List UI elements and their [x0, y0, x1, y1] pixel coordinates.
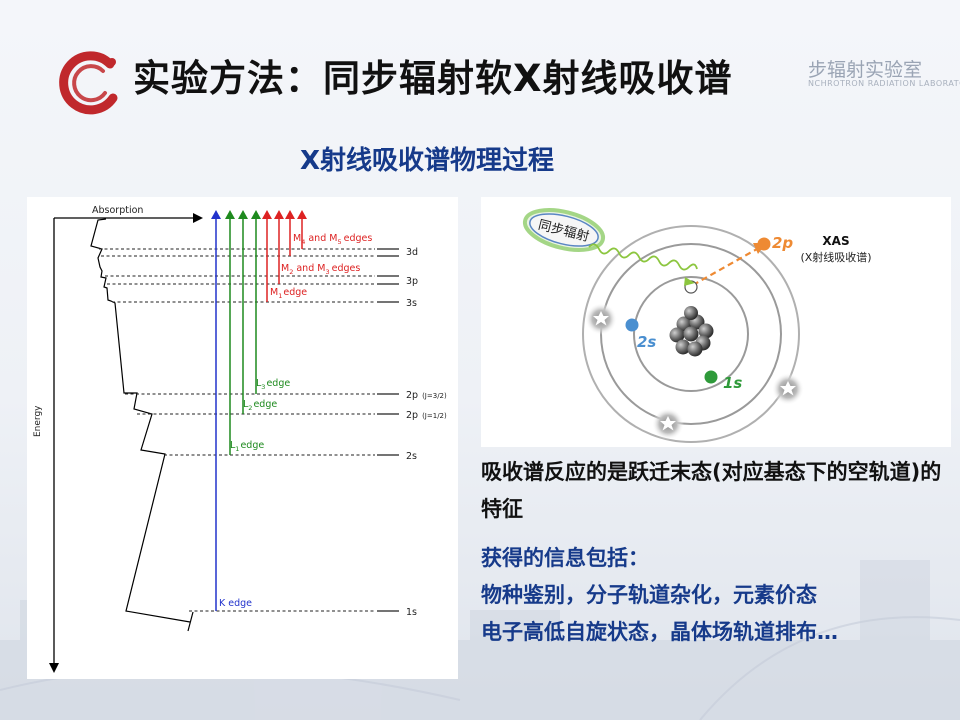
excitation-arrow — [692, 248, 758, 286]
k-edge-label: K edge — [219, 598, 252, 609]
level-label-2s: 2s — [406, 451, 417, 462]
l3-edge-label: L3edge — [256, 378, 290, 391]
electron-1s — [704, 370, 718, 384]
electron-2p — [757, 237, 771, 251]
level-label-3d: 3d — [406, 247, 418, 258]
atom-xas-diagram: 1s 2s 2p 同步辐射 XAS (X射线吸收谱) — [481, 197, 951, 447]
slide-title: 实验方法：同步辐射软X射线吸收谱 — [133, 57, 733, 100]
level-label-3p: 3p — [406, 276, 418, 287]
absorption-spectrum-curve — [90, 218, 191, 623]
absorption-axis-arrow-icon — [193, 213, 203, 223]
star-hole-left — [585, 303, 617, 335]
level-label-1s: 1s — [406, 607, 417, 618]
absorption-label: Absorption — [92, 205, 143, 216]
m4-edge-arrowhead-icon — [285, 210, 295, 219]
l1-edge-arrowhead-icon — [225, 210, 235, 219]
level-label-3s: 3s — [406, 298, 417, 309]
l2-edge-arrowhead-icon — [238, 210, 248, 219]
m1-edge-label: M1edge — [270, 287, 307, 300]
level-label-2p-j32: 2p(J=3/2) — [406, 390, 447, 401]
energy-label: Energy — [33, 405, 43, 437]
slide-subtitle: X射线吸收谱物理过程 — [300, 146, 555, 176]
description-line-1: 吸收谱反应的是跃迁末态(对应基态下的空轨道)的特征 — [481, 460, 942, 521]
energy-axis-arrow-icon — [49, 663, 59, 673]
photon-beam-wave — [588, 243, 698, 271]
beam-label-pill: 同步辐射 — [522, 208, 606, 252]
orbit-outer — [582, 225, 800, 443]
lab-name-en: NCHROTRON RADIATION LABORATORY — [808, 79, 960, 88]
star-hole-bottom — [652, 408, 684, 440]
orbital-label-2p: 2p — [772, 234, 793, 252]
l3-edge-arrowhead-icon — [251, 210, 261, 219]
level-label-2p-j12: 2p(J=1/2) — [406, 410, 447, 421]
energy-level-diagram: Absorption Energy 3d 3p — [27, 197, 458, 679]
electron-2s — [625, 318, 639, 332]
description-line-3: 物种鉴别，分子轨道杂化，元素价态 — [481, 583, 817, 607]
nucleus — [669, 306, 714, 357]
photon-beam-arrowhead-icon — [684, 277, 695, 286]
orbital-label-2s: 2s — [637, 333, 656, 351]
description-line-2: 获得的信息包括： — [481, 546, 649, 570]
star-hole-right — [772, 373, 804, 405]
m1-edge-arrowhead-icon — [262, 210, 272, 219]
m5-edge-arrowhead-icon — [297, 210, 307, 219]
orbital-label-1s: 1s — [723, 374, 742, 392]
absorption-spectrum-tail — [187, 611, 194, 632]
description-line-4: 电子高低自旋状态，晶体场轨道排布… — [481, 620, 838, 644]
l2-edge-label: L2edge — [243, 399, 277, 412]
l1-edge-label: L1edge — [230, 440, 264, 453]
k-edge-arrowhead-icon — [211, 210, 221, 219]
xas-description: (X射线吸收谱) — [800, 250, 871, 264]
orbit-inner — [633, 276, 749, 392]
xas-label: XAS — [822, 234, 849, 248]
m2-edge-arrowhead-icon — [274, 210, 284, 219]
description-block: 吸收谱反应的是跃迁末态(对应基态下的空轨道)的特征 获得的信息包括： 物种鉴别，… — [481, 454, 951, 651]
lab-logo-icon — [59, 51, 118, 115]
lab-name-cn: 步辐射实验室 — [808, 59, 923, 81]
